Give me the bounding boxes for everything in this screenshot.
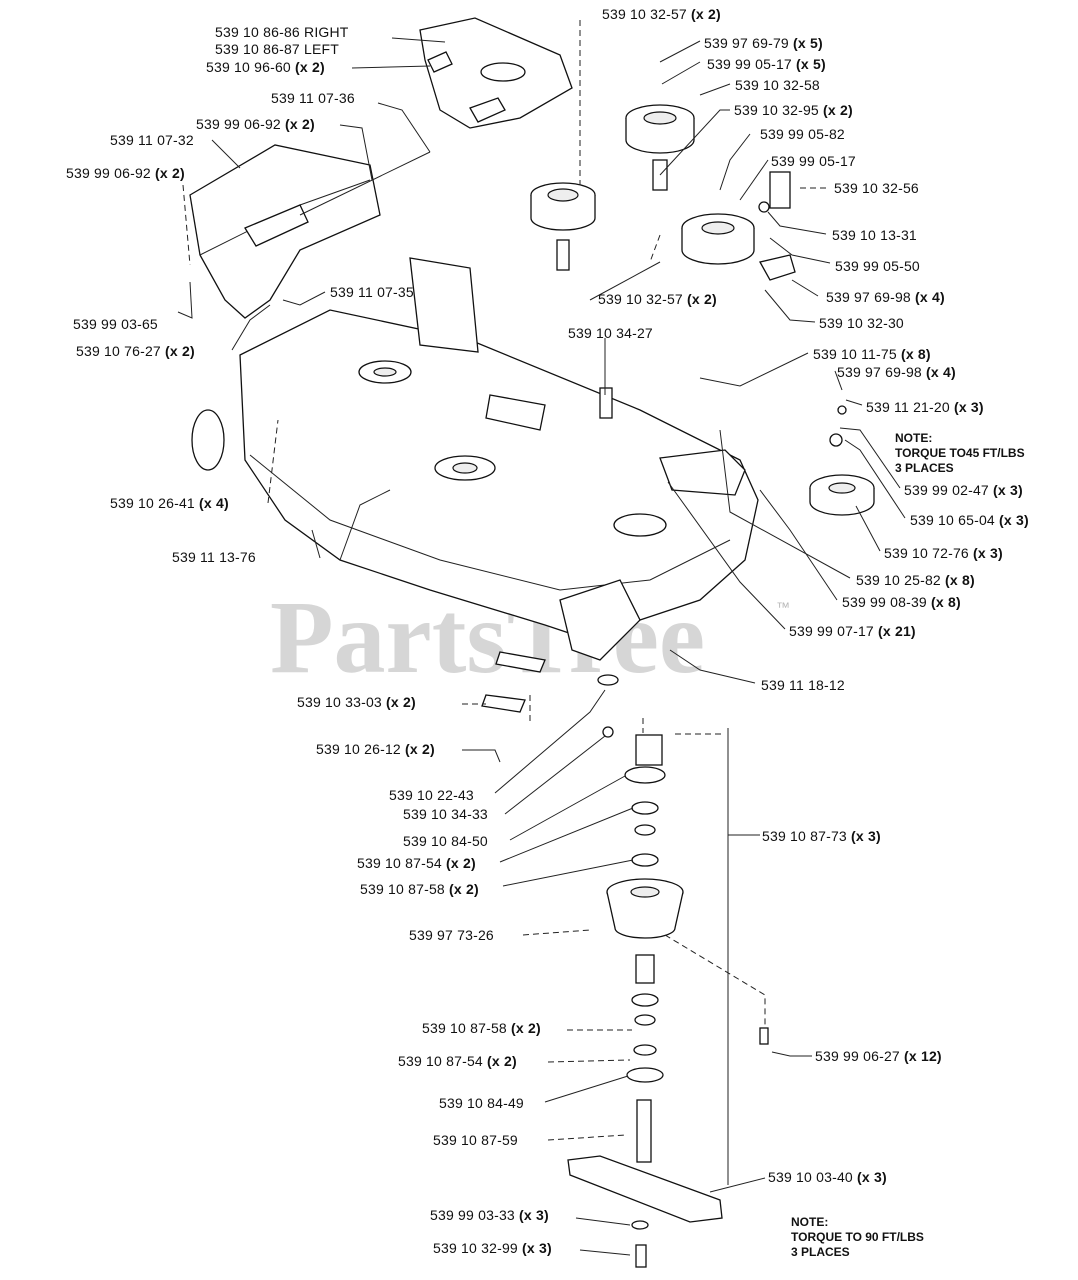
part-label: 539 10 32-56 [834,180,919,196]
part-label: 539 10 87-58 (x 2) [422,1020,541,1036]
part-label: 539 97 73-26 [409,927,494,943]
part-label: 539 10 65-04 (x 3) [910,512,1029,528]
part-label: 539 10 87-73 (x 3) [762,828,881,844]
part-label: 539 10 76-27 (x 2) [76,343,195,359]
part-label: 539 10 11-75 (x 8) [813,346,931,362]
part-label: 539 99 02-47 (x 3) [904,482,1023,498]
part-label: 539 99 05-17 (x 5) [707,56,826,72]
part-label: 539 10 84-49 [439,1095,524,1111]
part-label: 539 10 32-58 [735,77,820,93]
part-label: 539 10 84-50 [403,833,488,849]
part-label: 539 99 03-65 [73,316,158,332]
part-label: 539 97 69-98 (x 4) [826,289,945,305]
watermark-trademark: ™ [776,599,790,615]
note-line: 3 PLACES [895,461,954,475]
part-label: 539 99 08-39 (x 8) [842,594,961,610]
part-label: 539 10 32-99 (x 3) [433,1240,552,1256]
part-label: 539 10 32-57 (x 2) [602,6,721,22]
mulch-plate-drawing [189,144,431,319]
note-line: NOTE: [791,1215,829,1229]
part-label: 539 99 06-27 (x 12) [815,1048,942,1064]
part-label: 539 99 06-92 (x 2) [66,165,185,181]
note-line: TORQUE TO45 FT/LBS [895,446,1025,460]
idler-pulleys-drawing [530,104,875,516]
part-label: 539 10 22-43 [389,787,474,803]
part-label: 539 10 32-57 (x 2) [598,291,717,307]
part-label: 539 10 32-30 [819,315,904,331]
part-label: 539 11 18-12 [761,677,845,693]
part-label: 539 97 69-98 (x 4) [837,364,956,380]
part-label: 539 97 69-79 (x 5) [704,35,823,51]
part-label: 539 10 87-59 [433,1132,518,1148]
part-label: 539 10 32-95 (x 2) [734,102,853,118]
spindle-assembly-drawing [567,674,769,1268]
part-label: 539 99 05-82 [760,126,845,142]
part-label: 539 10 26-41 (x 4) [110,495,229,511]
part-label: 539 10 87-54 (x 2) [357,855,476,871]
part-label: 539 10 25-82 (x 8) [856,572,975,588]
part-label: 539 11 13-76 [172,549,256,565]
part-label: 539 10 87-54 (x 2) [398,1053,517,1069]
part-label: 539 10 33-03 (x 2) [297,694,416,710]
part-label: 539 99 07-17 (x 21) [789,623,916,639]
part-label: 539 10 86-86 RIGHT [215,24,349,40]
part-label: 539 10 96-60 (x 2) [206,59,325,75]
part-label: 539 10 34-33 [403,806,488,822]
part-label: 539 10 72-76 (x 3) [884,545,1003,561]
note-line: 3 PLACES [791,1245,850,1259]
part-label: 539 11 07-35 [330,284,414,300]
leader-lines [177,20,906,1256]
part-label: 539 10 87-58 (x 2) [360,881,479,897]
part-label: 539 11 07-32 [110,132,194,148]
part-label: 539 99 06-92 (x 2) [196,116,315,132]
part-label: 539 99 05-17 [771,153,856,169]
part-label: 539 11 21-20 (x 3) [866,399,984,415]
torque-note-lower: NOTE: TORQUE TO 90 FT/LBS 3 PLACES [791,1215,924,1260]
part-label: 539 99 03-33 (x 3) [430,1207,549,1223]
deflector-shield-drawing [419,17,573,129]
part-label: 539 10 86-87 LEFT [215,41,340,57]
torque-note-upper: NOTE: TORQUE TO45 FT/LBS 3 PLACES [895,431,1025,476]
part-label: 539 10 34-27 [568,325,653,341]
part-label: 539 11 07-36 [271,90,355,106]
note-line: NOTE: [895,431,933,445]
part-label: 539 10 03-40 (x 3) [768,1169,887,1185]
part-label: 539 99 05-50 [835,258,920,274]
part-label: 539 10 13-31 [832,227,917,243]
note-line: TORQUE TO 90 FT/LBS [791,1230,924,1244]
part-label: 539 10 26-12 (x 2) [316,741,435,757]
